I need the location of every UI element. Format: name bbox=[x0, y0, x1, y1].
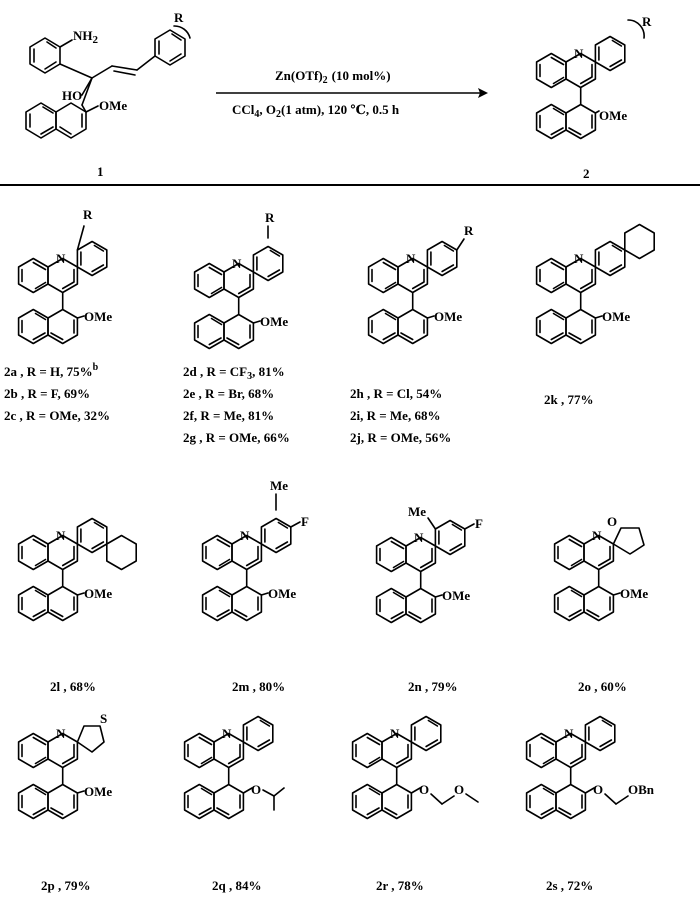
svg-text:R: R bbox=[265, 210, 275, 225]
svg-text:OMe: OMe bbox=[260, 314, 288, 329]
svg-text:OMe: OMe bbox=[599, 108, 627, 123]
svg-text:N: N bbox=[574, 46, 584, 61]
label-2r: 2r , 78% bbox=[376, 878, 424, 893]
structure-2d: N OMe R bbox=[193, 210, 288, 350]
structure-2s: N O OBn bbox=[525, 715, 655, 820]
structure-2o: N O OMe bbox=[553, 514, 648, 622]
svg-text:N: N bbox=[222, 726, 232, 741]
label-2p: 2p , 79% bbox=[41, 878, 90, 893]
svg-text:F: F bbox=[475, 516, 483, 531]
label-2m: 2m , 80% bbox=[232, 679, 285, 694]
svg-text:O: O bbox=[593, 782, 603, 797]
svg-text:N: N bbox=[406, 251, 416, 266]
label-2a: 2a , R = H, 75%b bbox=[4, 362, 99, 379]
structure-2n: N OMe Me F bbox=[375, 504, 483, 624]
svg-text:Me: Me bbox=[408, 504, 426, 519]
svg-text:N: N bbox=[56, 251, 66, 266]
svg-text:OMe: OMe bbox=[442, 588, 470, 603]
reactant-structure: NH2 HO OMe R bbox=[25, 10, 191, 139]
arrow-head bbox=[478, 88, 488, 98]
reactant-label: 1 bbox=[97, 164, 104, 179]
nh2-label: NH2 bbox=[73, 28, 99, 46]
label-2e: 2e , R = Br, 68% bbox=[183, 386, 274, 401]
svg-text:N: N bbox=[240, 528, 250, 543]
svg-text:N: N bbox=[574, 251, 584, 266]
structure-2r: N O O bbox=[351, 715, 479, 820]
structure-2h: N OMe R bbox=[367, 223, 474, 345]
svg-text:OMe: OMe bbox=[268, 586, 296, 601]
svg-text:N: N bbox=[56, 726, 66, 741]
ome-label: OMe bbox=[99, 98, 127, 113]
label-2f: 2f, R = Me, 81% bbox=[183, 408, 274, 423]
svg-text:N: N bbox=[56, 528, 66, 543]
structure-2l: N OMe bbox=[17, 517, 137, 622]
label-2j: 2j, R = OMe, 56% bbox=[350, 430, 451, 445]
svg-text:Me: Me bbox=[270, 478, 288, 493]
reagent-text: Zn(OTf)2(10 mol%) bbox=[275, 68, 391, 86]
svg-text:N: N bbox=[592, 528, 602, 543]
svg-text:O: O bbox=[607, 514, 617, 529]
svg-text:R: R bbox=[464, 223, 474, 238]
structure-2a: N OMe R bbox=[17, 207, 112, 345]
svg-text:F: F bbox=[301, 514, 309, 529]
svg-text:N: N bbox=[390, 726, 400, 741]
label-2n: 2n , 79% bbox=[408, 679, 457, 694]
product-structure: N OMe R bbox=[535, 14, 652, 140]
label-2i: 2i, R = Me, 68% bbox=[350, 408, 440, 423]
svg-text:R: R bbox=[83, 207, 93, 222]
label-2h: 2h , R = Cl, 54% bbox=[350, 386, 442, 401]
structure-2k: N OMe bbox=[535, 223, 655, 345]
label-2g: 2g , R = OMe, 66% bbox=[183, 430, 290, 445]
svg-text:OMe: OMe bbox=[84, 784, 112, 799]
svg-text:OMe: OMe bbox=[620, 586, 648, 601]
svg-text:OMe: OMe bbox=[434, 309, 462, 324]
label-2d: 2d , R = CF3, 81% bbox=[183, 364, 285, 382]
structure-2p: N S OMe bbox=[17, 711, 112, 820]
label-2b: 2b , R = F, 69% bbox=[4, 386, 90, 401]
svg-text:O: O bbox=[419, 782, 429, 797]
ho-label: HO bbox=[62, 88, 82, 103]
label-2o: 2o , 60% bbox=[578, 679, 627, 694]
label-2s: 2s , 72% bbox=[546, 878, 593, 893]
label-2k: 2k , 77% bbox=[544, 392, 593, 407]
structure-2m: N OMe Me F bbox=[201, 478, 309, 622]
label-2q: 2q , 84% bbox=[212, 878, 261, 893]
svg-text:O: O bbox=[251, 782, 261, 797]
svg-text:S: S bbox=[100, 711, 107, 726]
conditions-text: CCl4, O2(1 atm), 120 ℃, 0.5 h bbox=[232, 102, 400, 120]
svg-text:OMe: OMe bbox=[84, 309, 112, 324]
r-label: R bbox=[174, 10, 184, 25]
svg-text:N: N bbox=[232, 256, 242, 271]
structure-2q: N O bbox=[183, 715, 285, 820]
label-2c: 2c , R = OMe, 32% bbox=[4, 408, 110, 423]
svg-text:R: R bbox=[642, 14, 652, 29]
svg-text:OMe: OMe bbox=[602, 309, 630, 324]
svg-text:N: N bbox=[414, 530, 424, 545]
svg-text:N: N bbox=[564, 726, 574, 741]
product-label: 2 bbox=[583, 166, 590, 181]
svg-text:OBn: OBn bbox=[628, 782, 655, 797]
svg-text:O: O bbox=[454, 782, 464, 797]
label-2l: 2l , 68% bbox=[50, 679, 96, 694]
svg-text:OMe: OMe bbox=[84, 586, 112, 601]
